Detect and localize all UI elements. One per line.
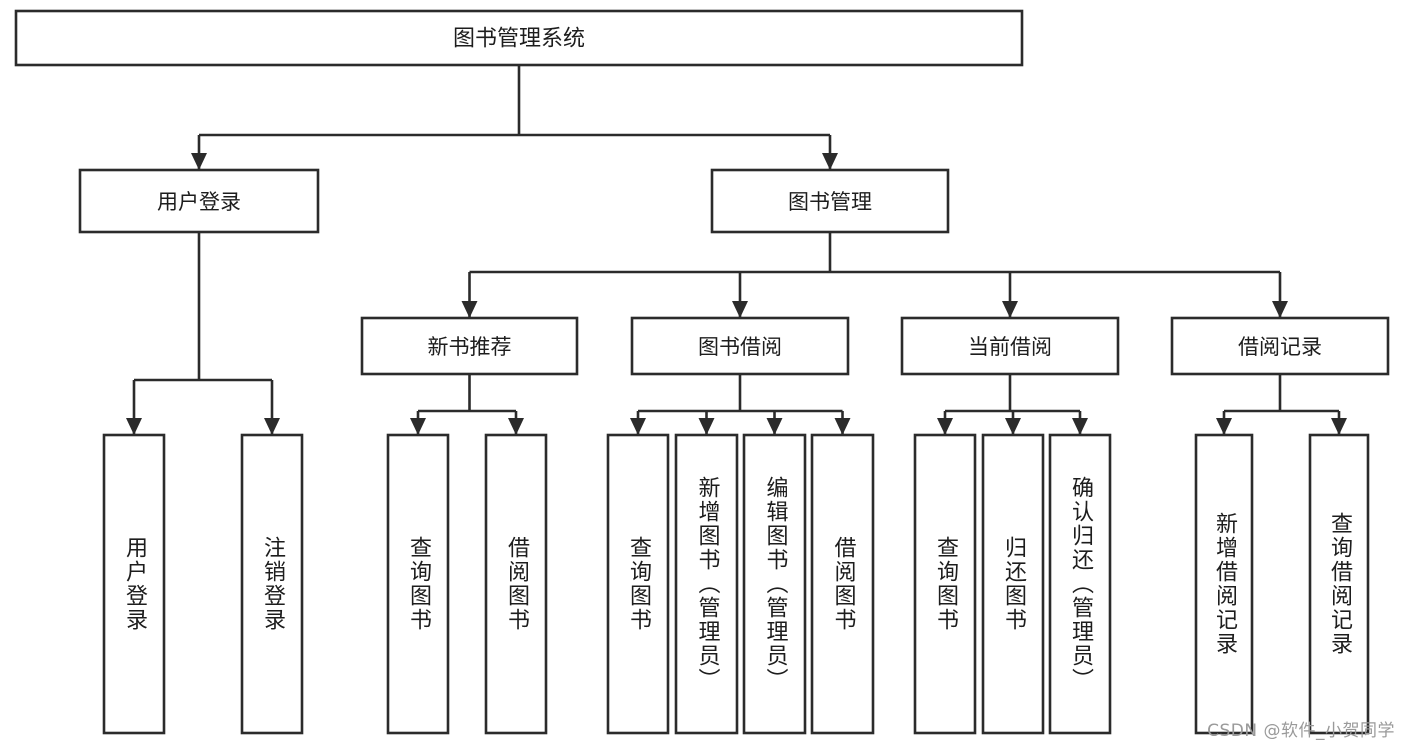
node-leaf-user-login-rect[interactable] [102, 433, 166, 735]
node-borrow-record-label: 借阅记录 [1238, 335, 1322, 359]
node-leaf-query-book-1-rect[interactable] [386, 433, 450, 735]
node-user-login-label: 用户登录 [157, 190, 241, 214]
conn-current-borrow-arrow-2 [1072, 418, 1088, 435]
node-leaf-add-record[interactable] [1194, 433, 1254, 735]
node-current-borrow[interactable]: 当前借阅 [900, 316, 1120, 376]
node-leaf-confirm-return[interactable] [1048, 433, 1112, 735]
node-book-manage-rect[interactable] [710, 168, 950, 234]
node-leaf-query-record[interactable] [1308, 433, 1370, 735]
node-leaf-query-book-1[interactable] [386, 433, 450, 735]
node-new-book-recommend-rect[interactable] [360, 316, 579, 376]
node-leaf-return-book[interactable] [981, 433, 1045, 735]
conn-current-borrow-arrow-0 [937, 418, 953, 435]
node-leaf-logout-rect[interactable] [240, 433, 304, 735]
conn-book-borrow-arrow-2 [766, 418, 783, 435]
connector-layer [126, 65, 1347, 435]
node-book-borrow[interactable]: 图书借阅 [630, 316, 850, 376]
node-leaf-add-book-rect[interactable] [674, 433, 739, 735]
node-leaf-query-book-2[interactable] [606, 433, 670, 735]
conn-borrow-record-arrow-0 [1216, 418, 1232, 435]
node-leaf-query-record-rect[interactable] [1308, 433, 1370, 735]
node-leaf-edit-book-rect[interactable] [742, 433, 807, 735]
conn-book-borrow-arrow-0 [630, 418, 646, 435]
node-current-borrow-rect[interactable] [900, 316, 1120, 376]
conn-current-borrow-arrow-1 [1005, 418, 1021, 435]
node-borrow-record-rect[interactable] [1170, 316, 1390, 376]
conn-book-borrow-arrow-3 [834, 418, 851, 435]
node-new-book-recommend-label: 新书推荐 [428, 335, 512, 359]
node-leaf-borrow-book-1[interactable] [484, 433, 548, 735]
node-leaf-logout[interactable] [240, 433, 304, 735]
conn-book-manage-arrow-0 [461, 301, 478, 318]
watermark-text: CSDN @软件_小贺同学 [1207, 721, 1395, 741]
node-root-rect[interactable] [14, 9, 1024, 67]
conn-book-borrow-arrow-1 [698, 418, 715, 435]
node-leaf-user-login[interactable] [102, 433, 166, 735]
conn-borrow-record-arrow-1 [1331, 418, 1347, 435]
conn-user-login-arrow-1 [264, 418, 280, 435]
node-current-borrow-label: 当前借阅 [968, 335, 1052, 359]
conn-root-arrow-1 [822, 153, 838, 170]
node-leaf-borrow-book-1-rect[interactable] [484, 433, 548, 735]
node-leaf-confirm-return-rect[interactable] [1048, 433, 1112, 735]
node-leaf-add-book[interactable] [674, 433, 739, 735]
conn-book-manage-arrow-3 [1272, 301, 1288, 318]
node-root-label: 图书管理系统 [453, 27, 585, 52]
node-book-manage-label: 图书管理 [788, 190, 872, 214]
conn-book-manage-arrow-2 [1002, 301, 1018, 318]
node-book-borrow-rect[interactable] [630, 316, 850, 376]
conn-user-login-arrow-0 [126, 418, 142, 435]
node-leaf-edit-book[interactable] [742, 433, 807, 735]
node-new-book-recommend[interactable]: 新书推荐 [360, 316, 579, 376]
node-borrow-record[interactable]: 借阅记录 [1170, 316, 1390, 376]
conn-new-book-recommend-arrow-1 [508, 418, 524, 435]
conn-root-arrow-0 [191, 153, 207, 170]
node-root[interactable]: 图书管理系统 [14, 9, 1024, 67]
node-leaf-query-book-3-rect[interactable] [913, 433, 977, 735]
node-leaf-query-book-3[interactable] [913, 433, 977, 735]
node-leaf-borrow-book-2[interactable] [810, 433, 875, 735]
conn-book-manage-arrow-1 [732, 301, 748, 318]
conn-new-book-recommend-arrow-0 [410, 418, 426, 435]
node-leaf-return-book-rect[interactable] [981, 433, 1045, 735]
node-leaf-add-record-rect[interactable] [1194, 433, 1254, 735]
node-leaf-query-book-2-rect[interactable] [606, 433, 670, 735]
node-book-manage[interactable]: 图书管理 [710, 168, 950, 234]
node-user-login[interactable]: 用户登录 [78, 168, 320, 234]
node-user-login-rect[interactable] [78, 168, 320, 234]
node-leaf-borrow-book-2-rect[interactable] [810, 433, 875, 735]
node-book-borrow-label: 图书借阅 [698, 335, 782, 359]
